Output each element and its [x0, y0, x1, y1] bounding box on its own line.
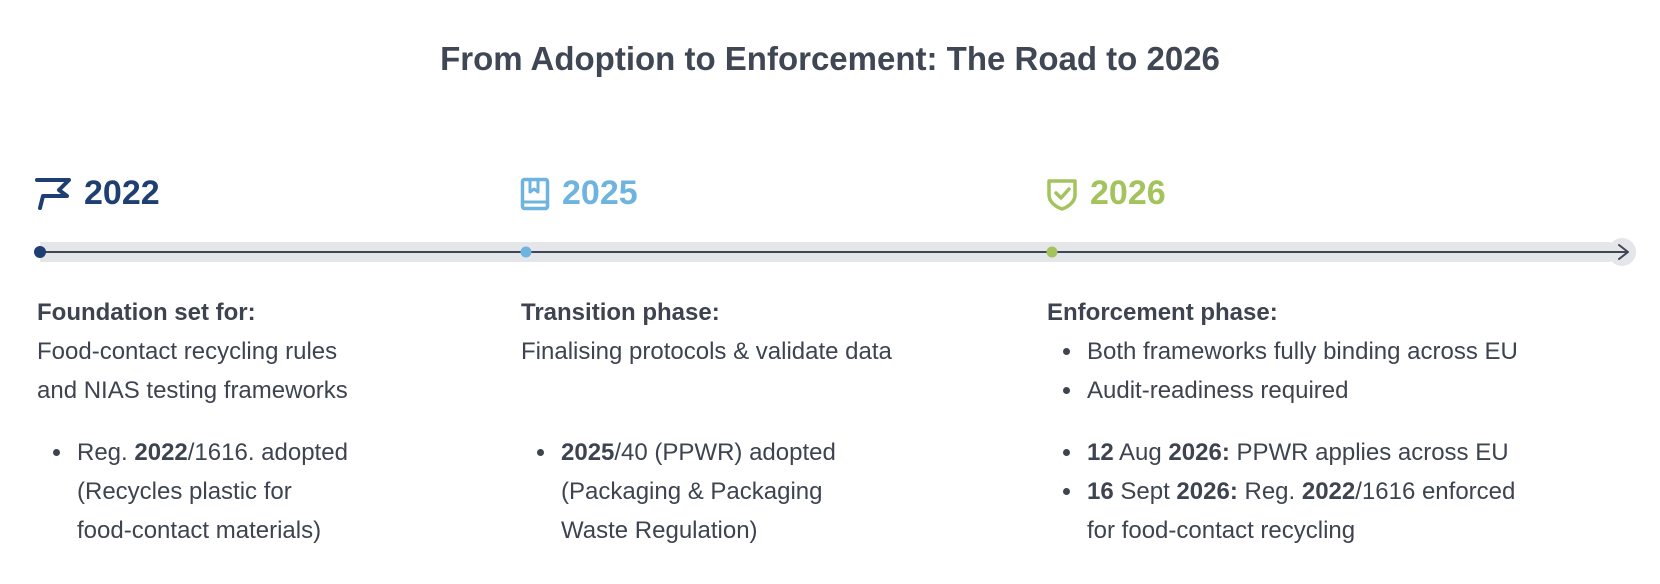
- year-heading-2025: 2025: [520, 174, 638, 213]
- milestone-heading: Foundation set for:: [37, 299, 256, 326]
- milestone-dot-2026: [1046, 246, 1058, 258]
- list-item-continuation: food-contact materials): [77, 517, 322, 544]
- milestone-2026-details: Enforcement phase: Both frameworks fully…: [1047, 293, 1607, 550]
- list-item: Reg. 2022/1616. adopted: [37, 433, 477, 472]
- year-heading-2022: 2022: [34, 174, 160, 213]
- list-item: Audit-readiness required: [1047, 371, 1607, 410]
- year-label: 2025: [562, 174, 638, 212]
- milestone-heading: Transition phase:: [521, 299, 720, 326]
- year-label: 2022: [84, 174, 160, 212]
- list-item: 12 Aug 2026: PPWR applies across EU: [1047, 433, 1607, 472]
- milestone-dot-2022: [34, 246, 46, 258]
- milestone-bullets: Reg. 2022/1616. adopted (Recycles plastic…: [37, 433, 477, 550]
- milestone-heading: Enforcement phase:: [1047, 299, 1278, 326]
- milestone-top-bullets: Both frameworks fully binding across EU …: [1047, 332, 1607, 410]
- list-item-continuation: (Packaging & Packaging: [561, 478, 823, 505]
- list-item-continuation: Waste Regulation): [561, 517, 758, 544]
- milestone-line: Finalising protocols & validate data: [521, 338, 892, 365]
- milestone-dot-2025: [520, 246, 532, 258]
- milestone-2022-details: Foundation set for: Food-contact recycli…: [37, 293, 477, 550]
- milestone-line: and NIAS testing frameworks: [37, 377, 348, 404]
- flag-icon: [34, 177, 72, 211]
- list-item: 2025/40 (PPWR) adopted: [521, 433, 1001, 472]
- list-item-continuation: (Recycles plastic for: [77, 478, 292, 505]
- book-icon: [520, 177, 550, 211]
- list-item-continuation: for food-contact recycling: [1087, 517, 1356, 544]
- milestone-bullets: 2025/40 (PPWR) adopted (Packaging & Packa…: [521, 433, 1001, 550]
- year-heading-2026: 2026: [1046, 174, 1166, 213]
- year-label: 2026: [1090, 174, 1166, 212]
- list-item: Both frameworks fully binding across EU: [1047, 332, 1607, 371]
- page-title: From Adoption to Enforcement: The Road t…: [440, 40, 1220, 77]
- list-item: 16 Sept 2026: Reg. 2022/1616 enforced: [1047, 472, 1607, 511]
- milestone-2025-details: Transition phase: Finalising protocols &…: [521, 293, 1001, 550]
- shield-check-icon: [1046, 177, 1078, 211]
- milestone-line: Food-contact recycling rules: [37, 338, 338, 365]
